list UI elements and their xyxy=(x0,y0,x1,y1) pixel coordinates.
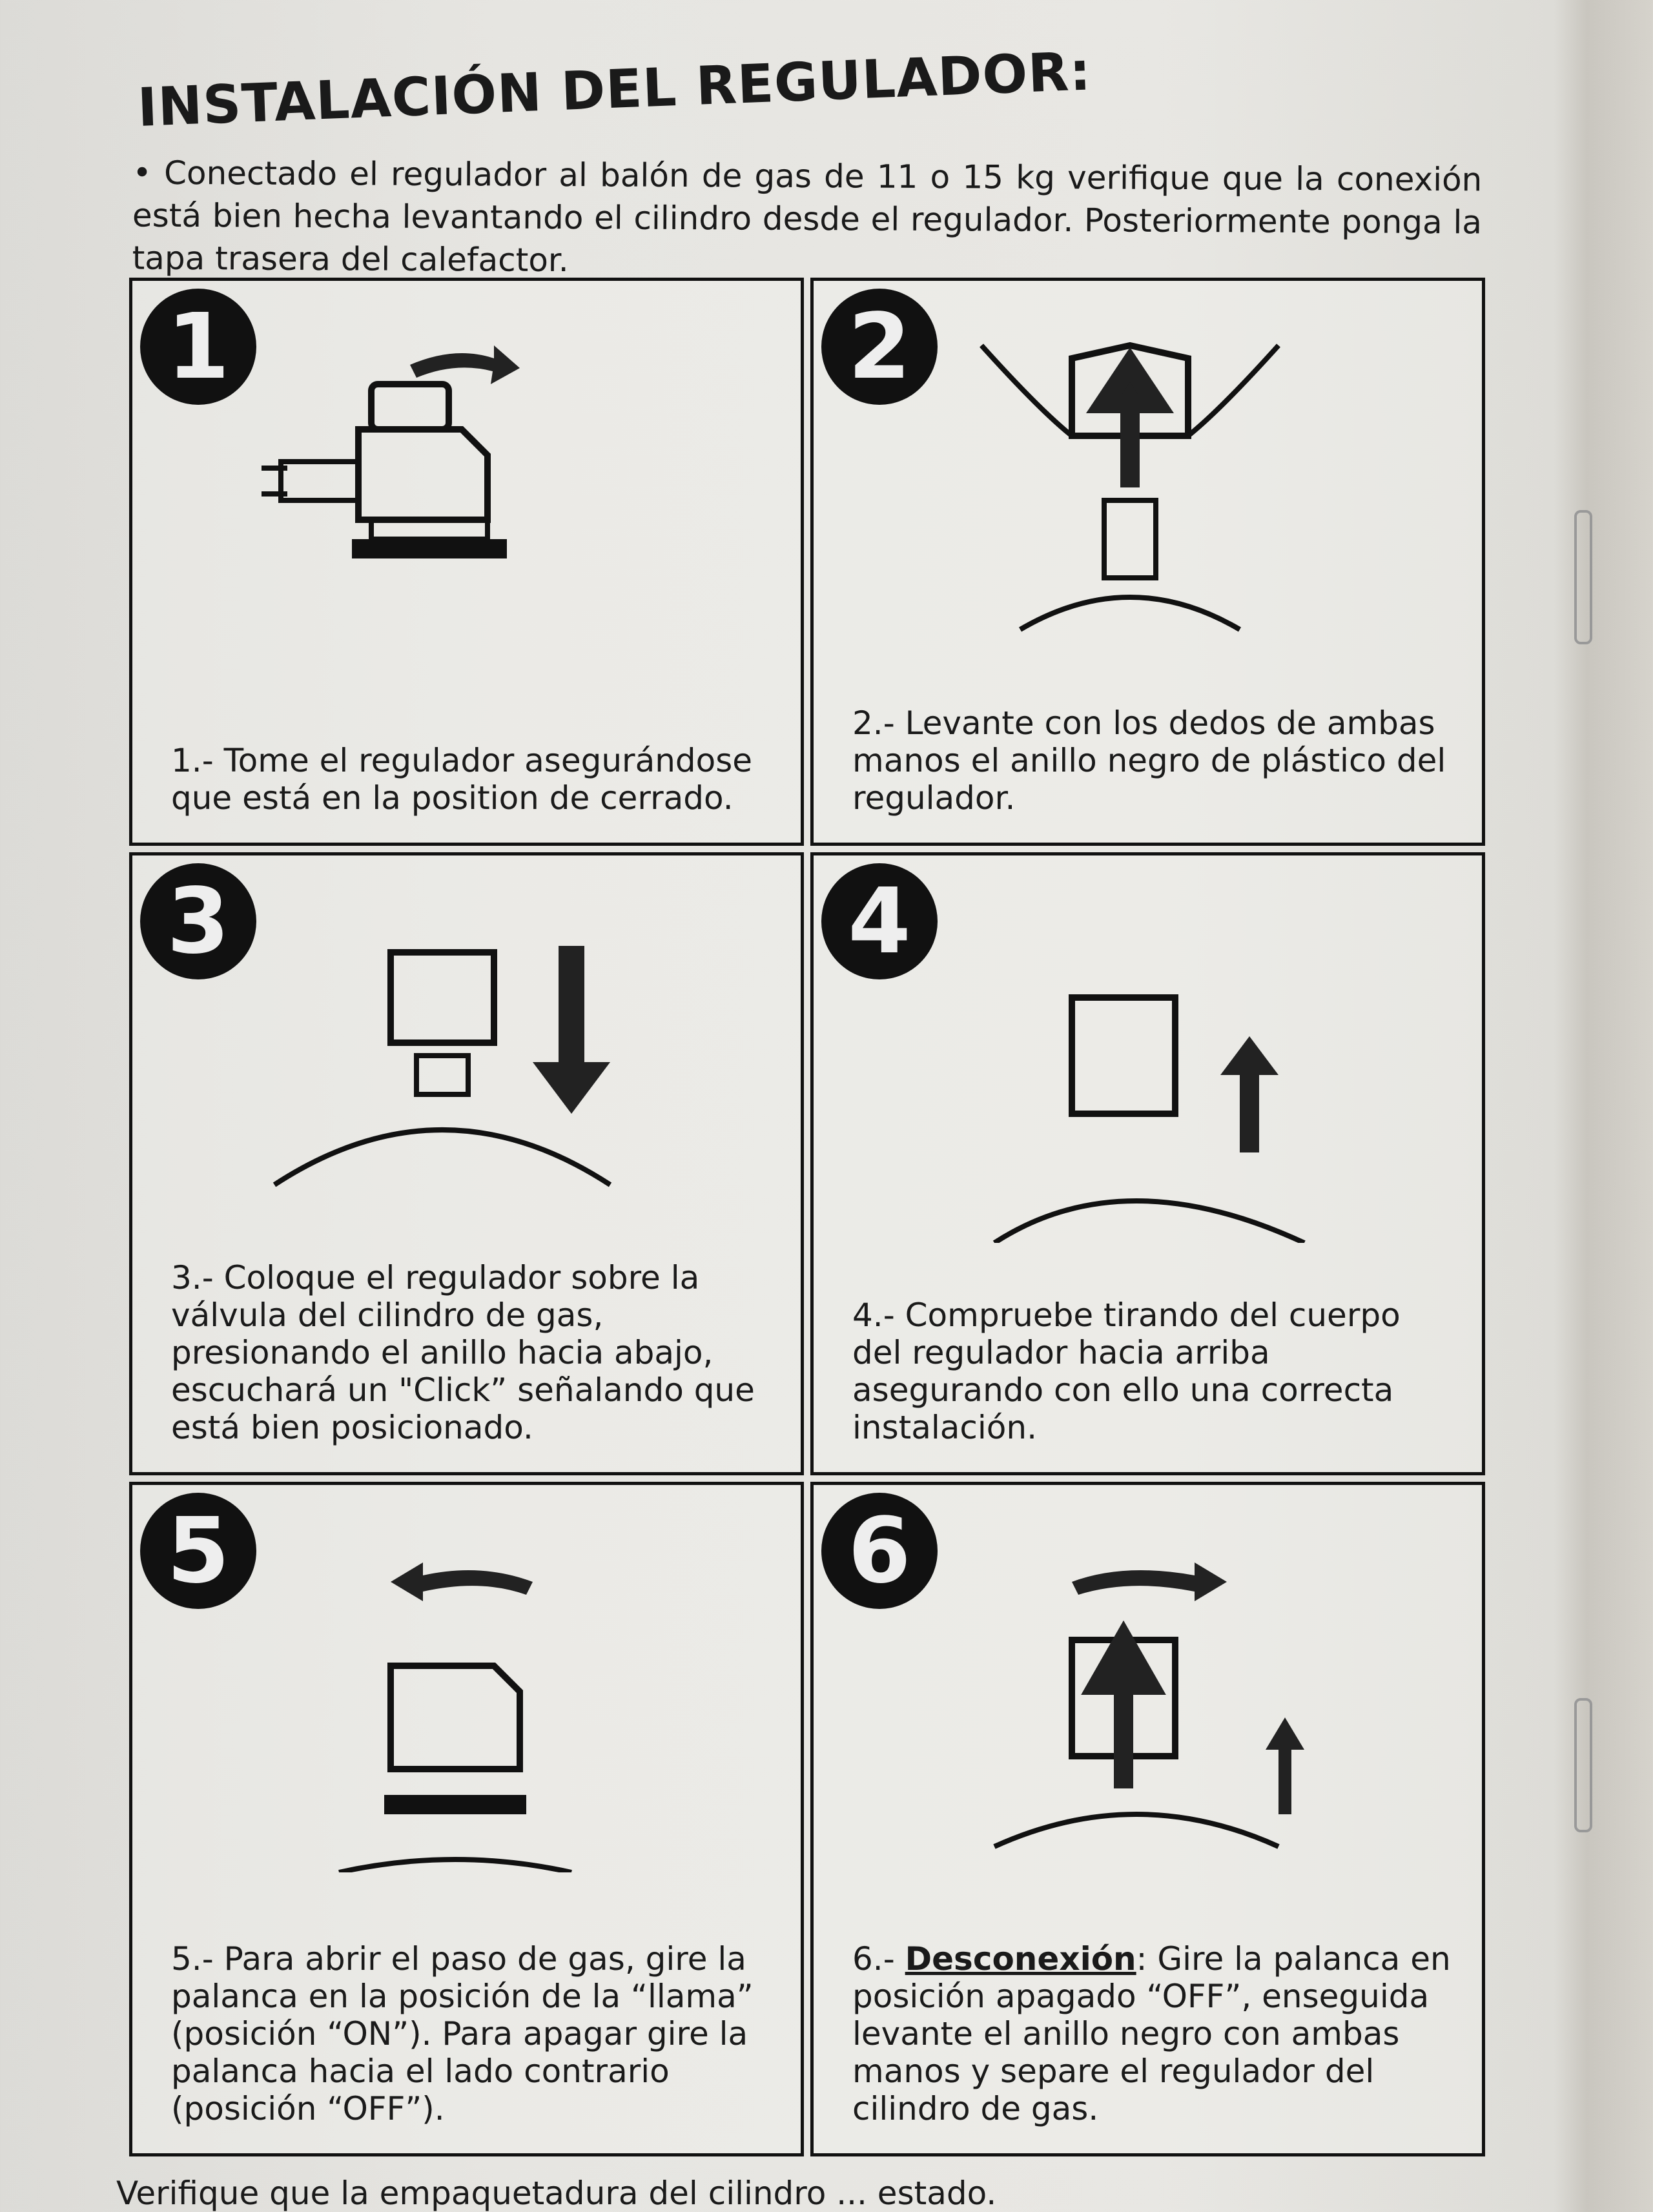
staple xyxy=(1574,1698,1592,1832)
step-heading: Desconexión xyxy=(905,1940,1136,1978)
steps-grid: 1 1.- Tome el regulador asegurándose que… xyxy=(129,278,1485,2156)
step-number: 1 xyxy=(140,289,256,405)
step-number: 2 xyxy=(821,289,938,405)
step-body: : Gire la palanca en posición apagado “O… xyxy=(852,1940,1451,2127)
step-number: 4 xyxy=(821,863,938,979)
page-title: INSTALACIÓN DEL REGULADOR: xyxy=(136,41,1093,139)
step-text: 5.- Para abrir el paso de gas, gire la p… xyxy=(171,1940,754,2127)
regulator-closed-illustration xyxy=(262,345,520,558)
step-text: 1.- Tome el regulador asegurándose que e… xyxy=(171,742,753,817)
step-number: 3 xyxy=(140,863,256,979)
check-pull-illustration xyxy=(992,994,1306,1243)
step-2: 2 2.- Levante con los dedos de ambas man… xyxy=(810,278,1485,846)
step-4: 4 4.- Compruebe tirando del cuerpo del r… xyxy=(810,852,1485,1475)
step-number: 6 xyxy=(821,1493,938,1609)
step-5: 5 5.- Para abrir el paso de gas, gire la… xyxy=(129,1482,804,2156)
step-text: 4.- Compruebe tirando del cuerpo del reg… xyxy=(852,1296,1401,1446)
step-text: 3.- Coloque el regulador sobre la válvul… xyxy=(171,1259,755,1446)
intro-paragraph: • Conectado el regulador al balón de gas… xyxy=(132,154,1483,280)
staple xyxy=(1574,510,1592,644)
step-6: 6 6.- Desconexión: Gire la palanca en po… xyxy=(810,1482,1485,2156)
open-gas-illustration xyxy=(338,1562,572,1872)
place-regulator-illustration xyxy=(272,946,612,1187)
step-number: 5 xyxy=(140,1493,256,1609)
footer-partial-text: Verifique que la empaquetadura del cilin… xyxy=(116,2175,997,2212)
step-text: 6.- Desconexión: Gire la palanca en posi… xyxy=(852,1940,1456,2127)
step-1: 1 1.- Tome el regulador asegurándose que… xyxy=(129,278,804,846)
step-prefix: 6.- xyxy=(852,1940,905,1978)
lift-ring-illustration xyxy=(980,342,1280,632)
step-text: 2.- Levante con los dedos de ambas manos… xyxy=(852,704,1446,817)
step-3: 3 3.- Coloque el regulador sobre la válv… xyxy=(129,852,804,1475)
disconnect-illustration xyxy=(993,1562,1304,1849)
